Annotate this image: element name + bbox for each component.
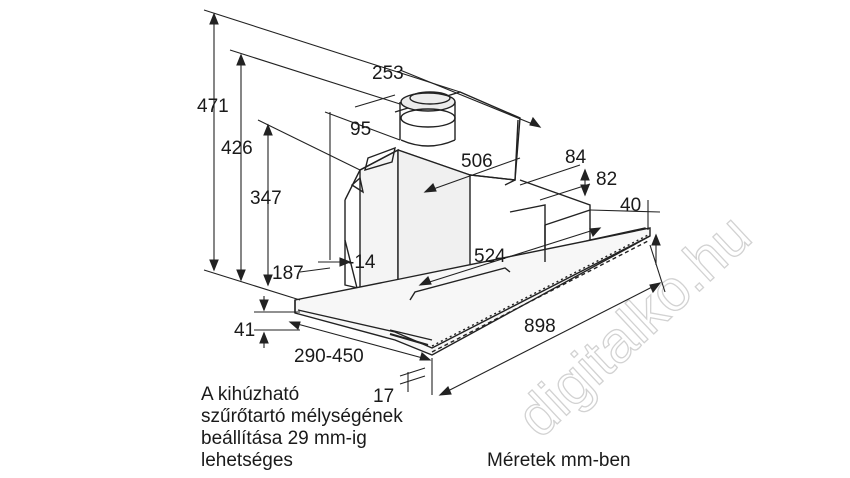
dim-898: 898: [524, 316, 556, 337]
dim-471: 471: [197, 96, 229, 117]
dim-426: 426: [221, 138, 253, 159]
dim-40: 40: [620, 195, 641, 216]
dim-253: 253: [372, 63, 404, 84]
filter-adjust-note-line-4: lehetséges: [201, 450, 293, 471]
dim-41: 41: [234, 320, 255, 341]
dim-minus-14: -14: [348, 252, 376, 273]
dim-84: 84: [565, 147, 587, 168]
dim-347: 347: [250, 188, 282, 209]
dim-506: 506: [461, 151, 493, 172]
filter-adjust-note-line-1: A kihúzható: [201, 384, 300, 405]
dim-17: 17: [373, 386, 394, 407]
dim-524: 524: [474, 246, 506, 267]
dimension-lines: [203, 9, 666, 396]
dim-82: 82: [596, 169, 617, 190]
units-note: Méretek mm-ben: [487, 450, 631, 471]
filter-adjust-note: A kihúzható szűrőtartó mélységének beáll…: [201, 384, 403, 472]
dim-290-450: 290-450: [294, 346, 364, 367]
dim-187: 187: [272, 263, 304, 284]
filter-adjust-note-line-3: beállítása 29 mm-ig: [201, 428, 367, 449]
dim-95: 95: [350, 119, 371, 140]
filter-adjust-note-line-2: szűrőtartó mélységének: [201, 406, 403, 427]
